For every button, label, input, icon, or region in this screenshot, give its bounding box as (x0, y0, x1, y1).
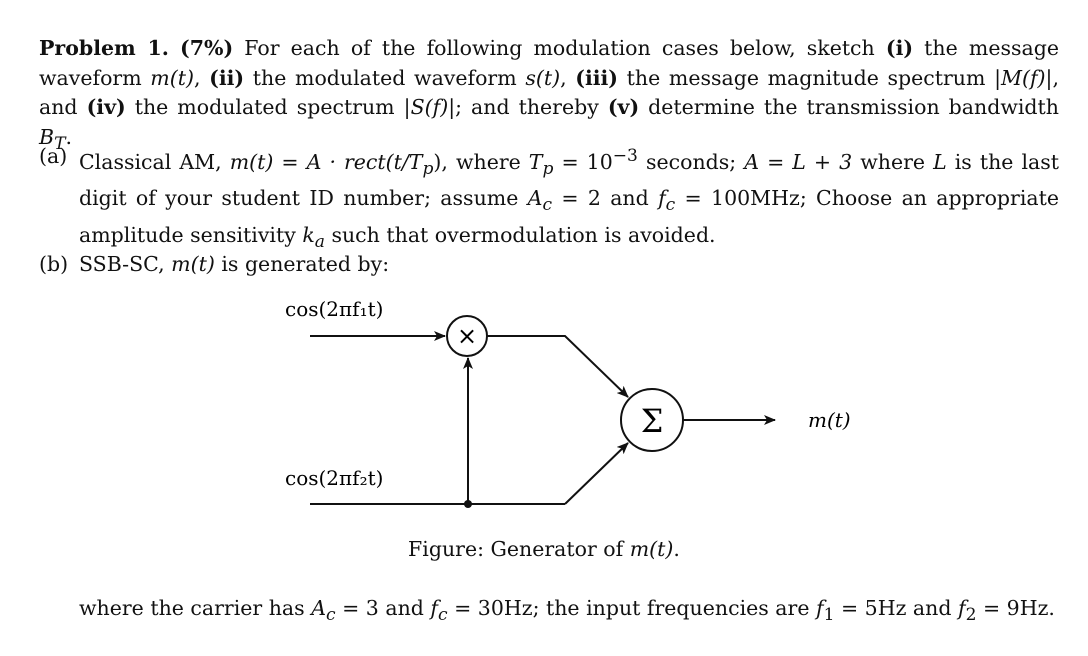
part-b-text: SSB-SC, (79, 252, 172, 276)
math-Tp: T (528, 149, 543, 174)
math-sub: c (542, 195, 553, 216)
input2-label: cos(2πf₂t) (285, 466, 383, 490)
text-v: determine the transmission bandwidth (639, 95, 1059, 119)
math-m-def: m(t) = A · rect(t/T (229, 149, 423, 174)
text-ii: the modulated waveform (244, 65, 526, 90)
math-m-t: m(t) (150, 65, 194, 90)
marker-v: (v) (607, 95, 640, 119)
math-S-f: |S(f)| (403, 95, 456, 119)
math-sub: p (542, 158, 554, 179)
math-m-t: m(t) (171, 252, 215, 276)
math-fc: f (658, 186, 666, 211)
input2-to-sum-line (564, 442, 629, 505)
figure-caption: Figure: Generator of m(t). (0, 535, 1088, 563)
part-a-text: is the last digit of your student ID num… (79, 149, 1059, 211)
math-sub: p (422, 158, 434, 179)
math-f2: f (957, 596, 966, 620)
part-a-text: Classical AM, (79, 149, 230, 174)
part-b-label: (b) (39, 252, 69, 276)
math-M-f: |M(f)| (994, 65, 1053, 90)
text-iv: the modulated spectrum (125, 95, 404, 119)
math-Ac: A (527, 186, 543, 211)
footer-text: = 30Hz; the input frequencies are (447, 596, 816, 620)
math-B-T-sub: T (54, 133, 66, 154)
multiplier-symbol: × (457, 322, 477, 350)
math-Ac: A (311, 596, 326, 620)
part-a-text: = 2 and (552, 186, 659, 211)
math-sub: a (314, 232, 325, 253)
text-i: the message waveform (39, 36, 1059, 90)
math-f1: f (815, 596, 824, 620)
math-sub: 2 (965, 605, 977, 626)
marker-iv: (iv) (86, 95, 126, 119)
part-b-body: SSB-SC, m(t) is generated by: (79, 250, 1059, 280)
math-sub: c (665, 195, 676, 216)
part-b: (b) SSB-SC, m(t) is generated by: (39, 250, 1059, 280)
problem-statement: Problem 1. (7%) For each of the followin… (39, 34, 1059, 159)
footer-text: = 5Hz and (834, 596, 958, 620)
math-B-T: B (39, 124, 55, 149)
comma: , (560, 65, 576, 90)
comma: , (193, 65, 210, 90)
math-s-t: s(t) (525, 65, 561, 90)
math-sub: c (326, 605, 336, 626)
problem-heading: Problem 1. (39, 36, 169, 60)
math-sub: c (438, 605, 448, 626)
intro-text: For each of the following modulation cas… (233, 36, 886, 60)
math-fc: f (430, 596, 439, 620)
caption-text: Figure: Generator of (408, 537, 630, 561)
math-ka: k (302, 223, 315, 248)
math-A-eq: A = L + 3 (744, 149, 853, 174)
caption-end: . (673, 537, 680, 561)
part-a-text: seconds; (637, 149, 745, 174)
part-a-label: (a) (39, 144, 68, 168)
problem-weight: (7%) (180, 36, 234, 60)
part-a-text: where (852, 149, 934, 174)
caption-math: m(t) (629, 537, 674, 561)
part-a-text: = 100MHz; Choose an appropriate amplitud… (79, 186, 1059, 248)
text-iii: the message magnitude spectrum (618, 65, 995, 90)
math-Tp-value: = 10 (553, 149, 613, 174)
marker-i: (i) (885, 36, 914, 60)
carrier-description: where the carrier has Ac = 3 and fc = 30… (79, 594, 1069, 629)
product-line (487, 335, 629, 398)
math-L: L (933, 149, 947, 174)
math-exponent: −3 (612, 146, 638, 166)
marker-ii: (ii) (209, 65, 245, 90)
sum-symbol: Σ (641, 402, 664, 440)
part-a-text: such that overmodulation is avoided. (324, 223, 716, 248)
thereby-text: ; and thereby (455, 95, 608, 119)
part-a-text: ), where (433, 149, 529, 174)
footer-text: = 3 and (335, 596, 431, 620)
input1-label: cos(2πf₁t) (285, 297, 383, 321)
output-label: m(t) (808, 408, 851, 432)
part-b-text: is generated by: (214, 252, 390, 276)
marker-iii: (iii) (575, 65, 619, 90)
period: . (65, 124, 73, 149)
footer-text: = 9Hz. (976, 596, 1055, 620)
part-a: (a) Classical AM, m(t) = A · rect(t/Tp),… (39, 142, 1059, 258)
footer-text: where the carrier has (79, 596, 312, 620)
and-text: , and (39, 65, 1059, 120)
math-sub: 1 (823, 605, 835, 626)
part-a-body: Classical AM, m(t) = A · rect(t/Tp), whe… (79, 142, 1059, 258)
